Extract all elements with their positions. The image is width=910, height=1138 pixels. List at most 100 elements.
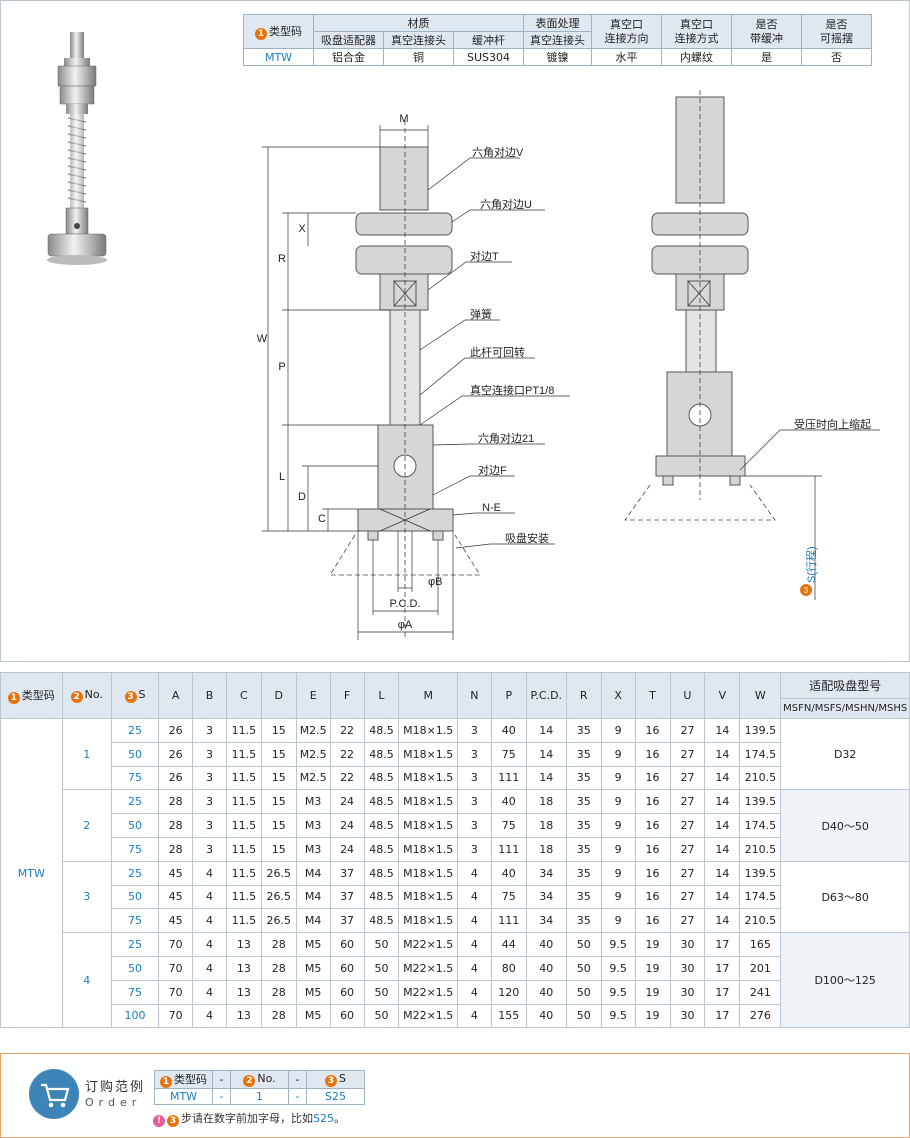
dim-cell: 27: [669, 836, 706, 862]
order-value-sep: -: [212, 1088, 231, 1105]
dim-d-label: D: [298, 491, 306, 503]
dim-cell: 50: [363, 955, 400, 981]
dim-cell: M18×1.5: [398, 765, 458, 791]
dim-cell: 30: [669, 932, 706, 957]
dim-cell: 24: [329, 836, 365, 862]
dim-cell: 11.5: [225, 884, 262, 910]
callout-pressure-shrink: 受压时向上缩起: [794, 417, 871, 431]
dim-cell: 28: [158, 789, 194, 815]
dim-cell: 4: [456, 908, 492, 934]
stroke-badge-number: 3: [804, 586, 809, 595]
dim-cell: 3: [456, 741, 492, 767]
dim-cell: 16: [634, 836, 671, 862]
dim-cell: 24: [329, 789, 365, 815]
dim-cell: 48.5: [363, 718, 400, 743]
dim-cell: M22×1.5: [398, 1003, 458, 1029]
dim-cell: M18×1.5: [398, 718, 458, 743]
dim-cell: 27: [669, 741, 706, 767]
dim-cell: 3: [456, 718, 492, 743]
dim-cell: 14: [704, 836, 741, 862]
dim-cell: 14: [704, 765, 741, 791]
dim-cell: 210.5: [739, 836, 782, 862]
dim-pcd-label: P.C.D.: [390, 598, 421, 610]
dim-cell: 50: [363, 1003, 400, 1029]
dim-cell: 11.5: [225, 836, 262, 862]
dim-cell: 17: [704, 1003, 741, 1029]
dim-cell: 4: [456, 860, 492, 886]
header-col: X: [600, 672, 636, 719]
dim-cell: 48.5: [363, 836, 400, 862]
dim-cell: 26: [158, 765, 194, 791]
dim-cell: 9: [600, 765, 636, 791]
dim-cell: 9: [600, 741, 636, 767]
header-col: W: [739, 672, 782, 719]
dim-cell: 30: [669, 1003, 706, 1029]
dim-cell: 50: [363, 979, 400, 1005]
spec-sub-header: 真空连接头: [523, 31, 592, 49]
dim-cell: 13: [225, 932, 262, 957]
dim-cell: 70: [158, 955, 194, 981]
spec-vac-method-header: 真空口 连接方式: [661, 14, 732, 49]
header-col: A: [158, 672, 194, 719]
dim-cell: 165: [739, 932, 782, 957]
callout-flat-f: 对边F: [478, 463, 507, 477]
dim-cell: 22: [329, 741, 365, 767]
header-col: C: [225, 672, 262, 719]
dim-cell: M3: [295, 789, 331, 815]
dim-cell: 70: [158, 932, 194, 957]
dim-cell: 4: [192, 955, 227, 981]
cart-icon: [29, 1069, 79, 1119]
dim-cell: 9.5: [600, 955, 636, 981]
dim-cell: 26: [158, 718, 194, 743]
dim-cell: 4: [456, 955, 492, 981]
dim-cell: 37: [329, 860, 365, 886]
dim-cell: 14: [525, 718, 567, 743]
stroke-badge: [800, 584, 812, 596]
spec-buffer-header: 是否 带缓冲: [731, 14, 802, 49]
spec-sub-header: 吸盘适配器: [313, 31, 384, 49]
dim-cell: 139.5: [739, 789, 782, 815]
dim-cell: 210.5: [739, 765, 782, 791]
dim-cell: 11.5: [225, 908, 262, 934]
header-col: P.C.D.: [525, 672, 567, 719]
dim-cell: 15: [260, 765, 297, 791]
spec-surface-header: 表面处理: [523, 14, 592, 32]
header-col: L: [363, 672, 400, 719]
dim-cell: 50: [565, 955, 602, 981]
dim-cell: M5: [295, 955, 331, 981]
dim-cell: 40: [525, 979, 567, 1005]
dim-cell: 22: [329, 765, 365, 791]
dim-cell: 4: [192, 932, 227, 957]
dim-cell: 26.5: [260, 860, 297, 886]
spec-sub-header: 缓冲杆: [453, 31, 524, 49]
dim-r-label: R: [278, 253, 286, 265]
dim-cell: 40: [525, 955, 567, 981]
dim-cell: 4: [456, 932, 492, 957]
dim-cell: M18×1.5: [398, 741, 458, 767]
dim-cell: 111: [490, 765, 527, 791]
dim-m-label: M: [399, 113, 408, 125]
callout-hex-u: 六角对边U: [480, 197, 532, 211]
dim-cell: M2.5: [295, 765, 331, 791]
s-cell: 25: [110, 718, 160, 743]
dim-cell: 9: [600, 789, 636, 815]
no-cell: 4: [61, 932, 112, 1029]
dim-cell: 9.5: [600, 979, 636, 1005]
dim-cell: M18×1.5: [398, 908, 458, 934]
spec-cell: 水平: [591, 48, 662, 66]
dim-cell: 14: [704, 789, 741, 815]
header-col: N: [456, 672, 492, 719]
callout-hex-21: 六角对边21: [478, 431, 534, 445]
product-photo: [47, 32, 107, 265]
header-col: U: [669, 672, 706, 719]
dim-cell: 35: [565, 813, 602, 838]
